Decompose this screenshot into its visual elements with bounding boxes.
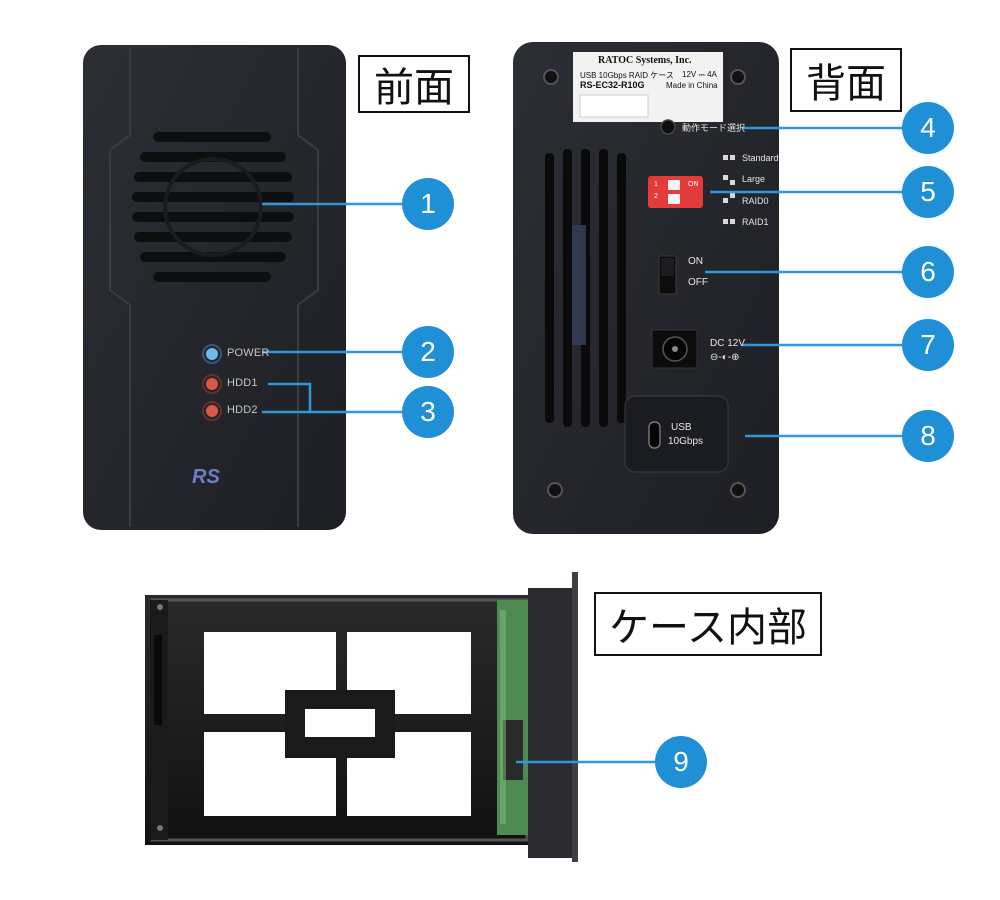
callout-4: 4 bbox=[902, 102, 954, 154]
hdd2-led bbox=[206, 405, 218, 417]
hdd1-led bbox=[206, 378, 218, 390]
usb-c-port bbox=[648, 421, 661, 449]
back-label: 背面 bbox=[790, 48, 902, 112]
callout-3: 3 bbox=[402, 386, 454, 438]
callout-6: 6 bbox=[902, 246, 954, 298]
tray-image bbox=[145, 572, 578, 862]
callout-2: 2 bbox=[402, 326, 454, 378]
hdd2-label: HDD2 bbox=[227, 404, 258, 416]
sticker-brand: RATOC Systems, Inc. bbox=[598, 55, 692, 66]
sticker-line1: USB 10Gbps RAID ケース bbox=[580, 71, 674, 80]
screws bbox=[543, 69, 746, 498]
usb-label-1: USB bbox=[671, 422, 692, 433]
dip-mode-raid1: RAID1 bbox=[742, 217, 769, 227]
dip-switch bbox=[648, 176, 703, 208]
dip-mode-large: Large bbox=[742, 174, 766, 184]
callout-5: 5 bbox=[902, 166, 954, 218]
dc-polarity-icon: ⊖-◐-⊕ bbox=[710, 352, 740, 363]
callout-8: 8 bbox=[902, 410, 954, 462]
callout-lines bbox=[262, 126, 902, 764]
callout-7: 7 bbox=[902, 319, 954, 371]
front-vent-grille bbox=[132, 132, 294, 282]
switch-on-label: ON bbox=[688, 256, 703, 267]
mode-select-button bbox=[660, 119, 676, 135]
front-logo: RS bbox=[192, 466, 220, 488]
dip-on-label: ON bbox=[688, 181, 699, 188]
front-label: 前面 bbox=[358, 55, 470, 113]
hdd1-label: HDD1 bbox=[227, 377, 258, 389]
dip-mode-standard: Standard bbox=[742, 153, 779, 163]
dc-label: DC 12V bbox=[710, 338, 746, 349]
sticker-rating: 12V ⎓ 4A bbox=[682, 70, 717, 79]
power-led bbox=[206, 348, 218, 360]
dip-mode-raid0: RAID0 bbox=[742, 196, 769, 206]
callout-9: 9 bbox=[655, 736, 707, 788]
dip-number-2: 2 bbox=[654, 193, 658, 200]
sticker-model: RS-EC32-R10G bbox=[580, 80, 645, 90]
usb-label-2: 10Gbps bbox=[668, 436, 704, 447]
mode-select-label: 動作モード選択 bbox=[682, 123, 746, 133]
callout-1: 1 bbox=[402, 178, 454, 230]
case-inside-label: ケース内部 bbox=[594, 592, 822, 656]
switch-off-label: OFF bbox=[688, 277, 708, 288]
dip-number-1: 1 bbox=[654, 181, 658, 188]
power-label: POWER bbox=[227, 347, 270, 359]
sticker-origin: Made in China bbox=[666, 81, 718, 90]
